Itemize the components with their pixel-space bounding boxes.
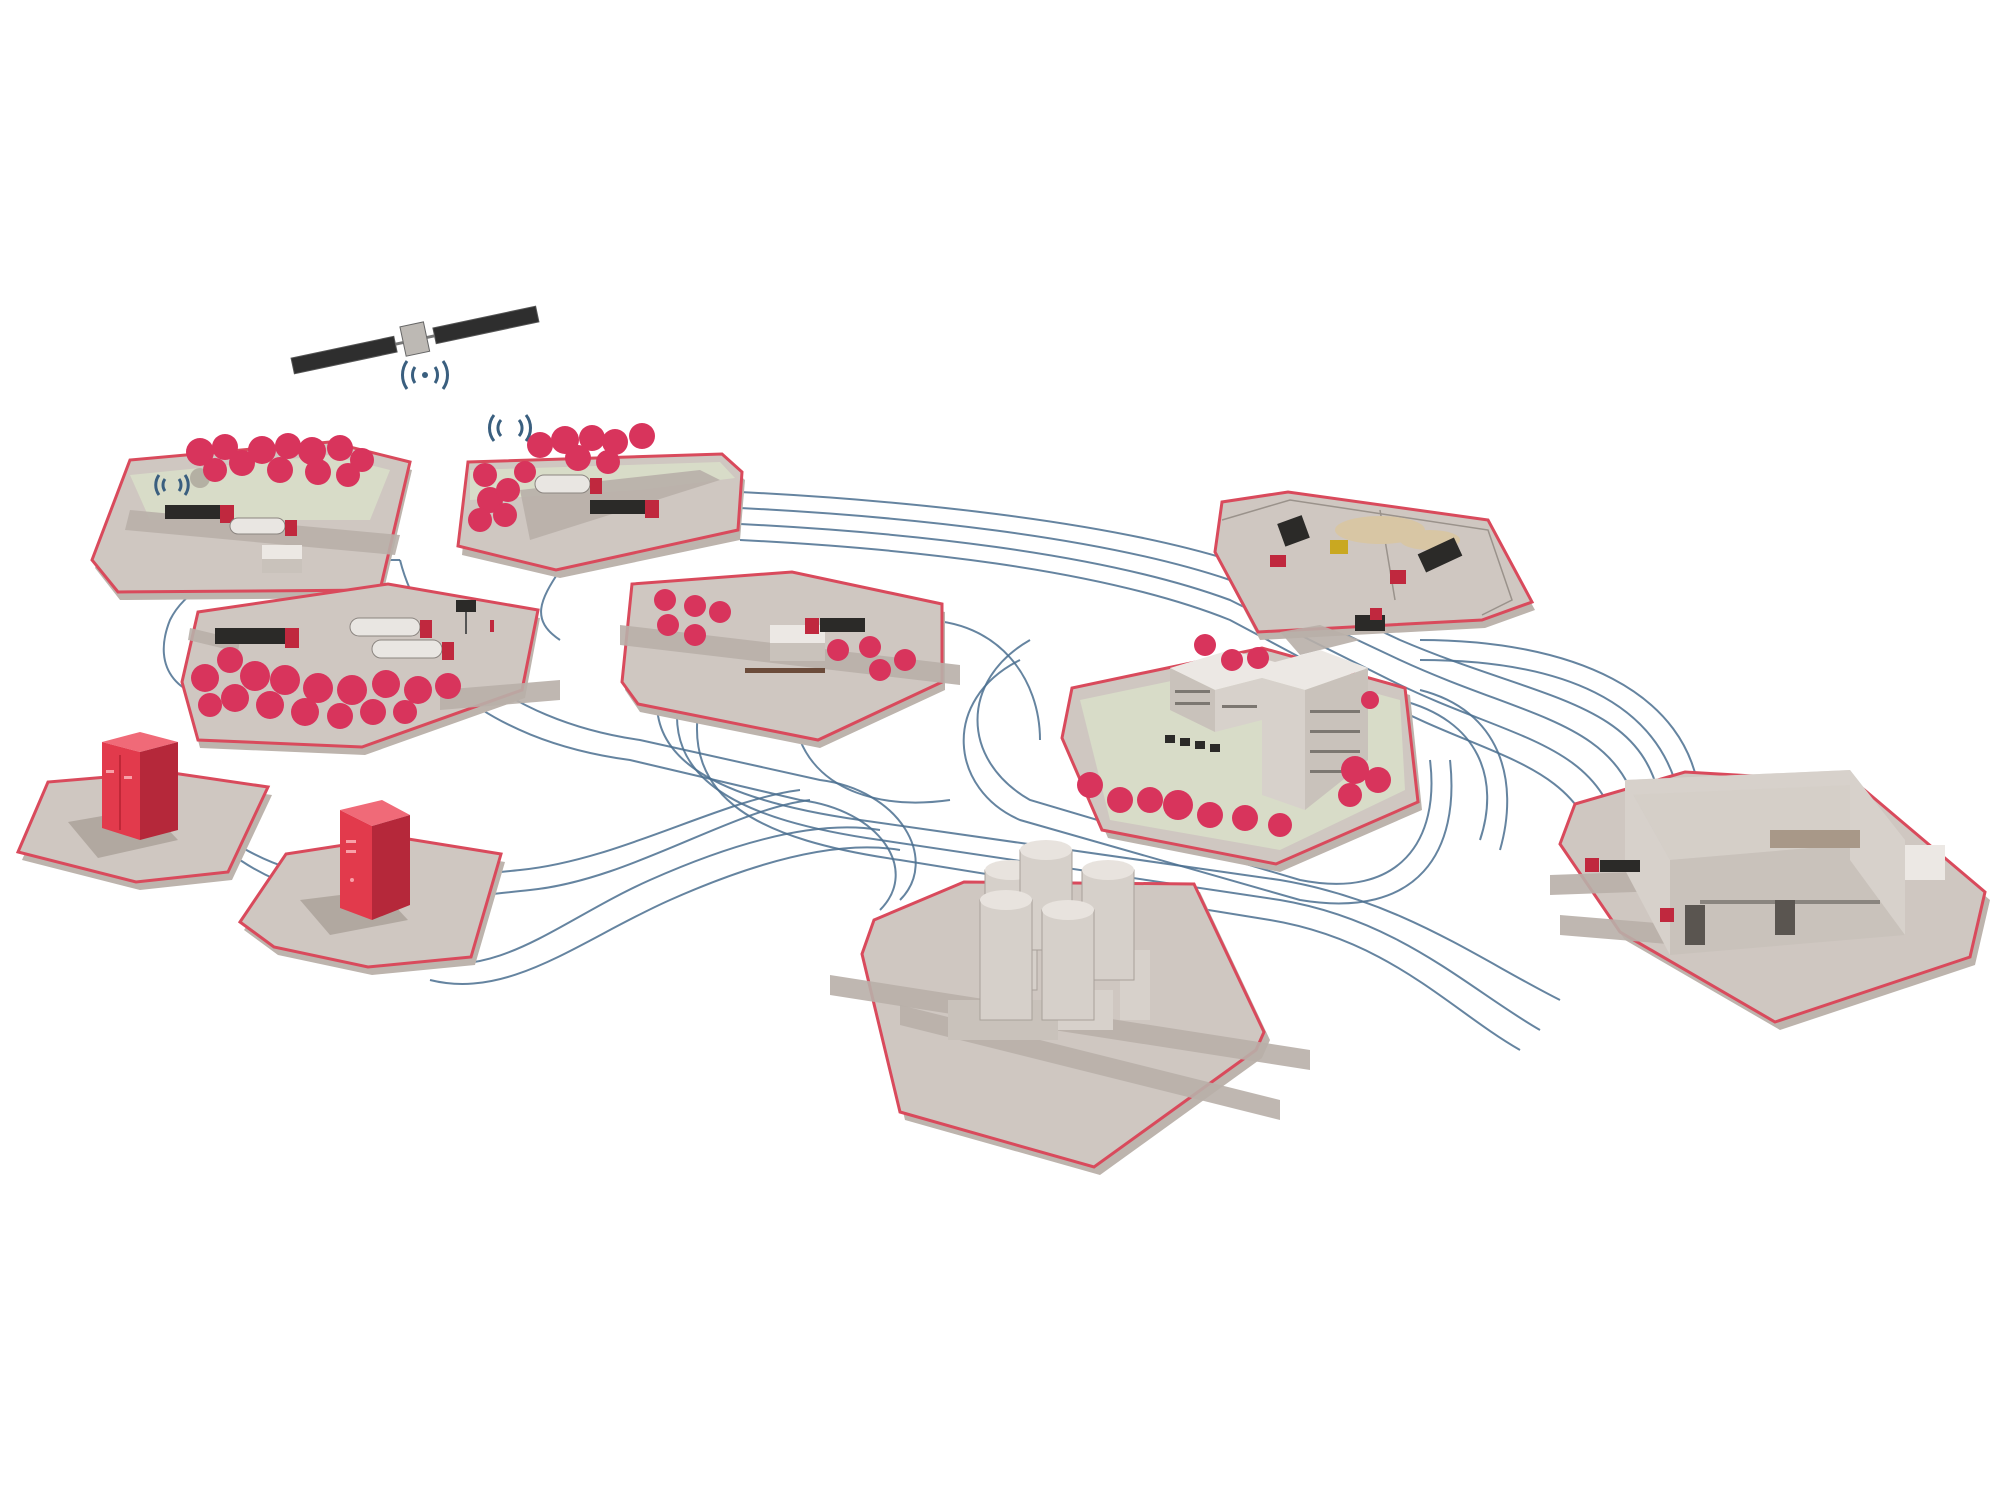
office-building-site	[1060, 634, 1422, 872]
satellite-icon	[290, 305, 540, 390]
weighbridge-booth-icon	[745, 618, 865, 673]
guard-booth-icon	[262, 545, 302, 573]
server-icon	[102, 732, 178, 840]
connection-line	[739, 523, 1621, 841]
solar-panel-left	[290, 335, 398, 375]
truck-icon	[165, 505, 234, 523]
tanker-truck-icon	[534, 474, 602, 494]
silo-icon	[948, 840, 1150, 1040]
connection-line	[1419, 659, 1681, 801]
connection-line	[419, 826, 881, 965]
connection-line	[799, 739, 951, 804]
loading-yard-site	[456, 414, 745, 578]
truck-depot-site	[180, 582, 560, 755]
connection-line	[962, 659, 1453, 905]
truck-parking-site	[90, 433, 412, 600]
connection-line	[739, 507, 1641, 821]
connection-line	[429, 846, 901, 985]
server-cabinet-site	[15, 732, 272, 890]
factory-icon	[1625, 770, 1945, 955]
quarry-site	[1213, 490, 1535, 655]
connection-line	[540, 569, 561, 641]
connection-line	[1399, 699, 1489, 841]
dump-truck-icon	[1355, 537, 1463, 631]
server-icon	[340, 800, 410, 920]
wifi-icon	[487, 414, 533, 442]
satellite-body	[399, 321, 431, 357]
server-tower-site	[237, 800, 505, 975]
connection-line	[919, 619, 1041, 741]
truck-icon	[590, 500, 659, 518]
wifi-icon	[400, 360, 450, 390]
building-icon	[1170, 650, 1368, 810]
sign-board-icon	[456, 600, 494, 634]
truck-icon	[1585, 858, 1674, 922]
production-hall-site	[1550, 770, 1990, 1030]
tree-group	[186, 433, 374, 488]
tree-group	[1077, 634, 1391, 837]
connection-line	[675, 689, 1541, 1031]
weighbridge-site	[620, 570, 960, 748]
excavator-icon	[1270, 515, 1348, 567]
truck-icon	[215, 628, 299, 648]
solar-panel-right	[432, 305, 540, 345]
connection-line	[739, 539, 1601, 861]
tree-group	[468, 423, 655, 532]
connection-line	[1419, 639, 1701, 801]
wifi-icon	[154, 474, 190, 496]
fence	[1221, 499, 1513, 616]
parked-cars-icon	[1165, 735, 1220, 752]
silo-plant-site	[830, 840, 1310, 1175]
tanker-truck-icon	[349, 617, 454, 660]
tree-group	[654, 589, 916, 681]
tree-group	[191, 647, 461, 729]
connection-line	[695, 699, 1521, 1051]
tanker-truck-icon	[229, 517, 297, 536]
connection-line	[1419, 689, 1509, 851]
